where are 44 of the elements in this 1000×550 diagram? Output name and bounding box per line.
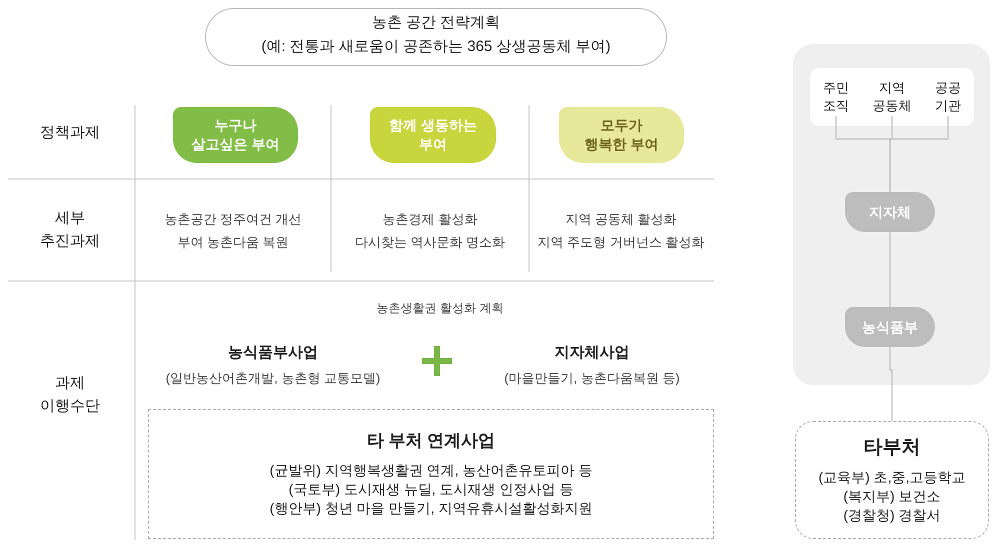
body-text: (교육부) 초,중,고등학교 xyxy=(818,468,966,488)
body-text: (행안부) 청년 마을 만들기, 지역유휴시설활성화지원 xyxy=(270,498,592,518)
project-heading: 지자체사업 xyxy=(554,342,630,363)
connector-line xyxy=(889,116,949,192)
row-header: 세부 추진과제 xyxy=(39,208,101,251)
task-text: 다시찾는 역사문화 명소화 xyxy=(354,233,506,252)
body-text: (국토부) 도시재생 뉴딜, 도시재생 인정사업 등 xyxy=(288,480,574,499)
plan-text: 농촌생활권 활성화 계획 xyxy=(376,300,504,317)
governance-panel xyxy=(793,44,990,385)
goal-text: 함께 생동하는 부여 xyxy=(388,116,478,154)
agency-box xyxy=(845,307,935,347)
heading-text: 타부처 xyxy=(864,436,920,460)
body-text: (균발위) 지역행복생활권 연계, 농산어촌유토피아 등 xyxy=(270,461,592,480)
connector-line xyxy=(889,347,893,421)
subtitle-text: (예: 전통과 새로움이 공존하는 365 상생공동체 부여) xyxy=(261,37,611,57)
row-header: 정책과제 xyxy=(39,122,101,143)
linked-projects-box xyxy=(148,409,714,539)
goal-text: 누구나 살고싶은 부여 xyxy=(190,116,280,154)
goal-box xyxy=(370,107,496,163)
body-text: (경찰청) 경찰서 xyxy=(843,506,941,526)
stakeholder-label: 공공 기관 xyxy=(934,79,962,115)
connector-line xyxy=(889,232,891,307)
goal-text: 모두가 행복한 부여 xyxy=(584,116,660,154)
goal-box xyxy=(173,107,298,163)
task-text: 부여 농촌다움 복원 xyxy=(177,233,289,252)
task-text: 농촌공간 정주여건 개선 xyxy=(164,210,302,228)
body-text: (복지부) 보건소 xyxy=(843,487,941,506)
agency-label: 지자체 xyxy=(869,202,911,222)
stakeholder-label: 주민 조직 xyxy=(822,79,850,115)
task-text: 농촌경제 활성화 xyxy=(382,210,478,228)
project-detail: (일반농산어촌개발, 농촌형 교통모델) xyxy=(166,369,380,388)
project-detail: (마을만들기, 농촌다움복원 등) xyxy=(504,369,680,388)
task-text: 지역 공동체 활성화 xyxy=(565,210,677,228)
stakeholder-label: 지역 공동체 xyxy=(872,79,912,115)
row-header: 과제 이행수단 xyxy=(39,374,101,416)
title-text: 농촌 공간 전략계획 xyxy=(372,12,500,33)
stakeholder-box xyxy=(810,68,974,126)
task-text: 지역 주도형 거버넌스 활성화 xyxy=(538,233,704,252)
project-heading: 농식품부사업 xyxy=(228,342,318,363)
agency-box xyxy=(845,192,935,232)
agency-label: 농식품부 xyxy=(862,318,918,336)
other-ministries-box xyxy=(795,421,989,539)
goal-box xyxy=(559,107,684,163)
heading-text: 타 부처 연계사업 xyxy=(366,430,496,452)
